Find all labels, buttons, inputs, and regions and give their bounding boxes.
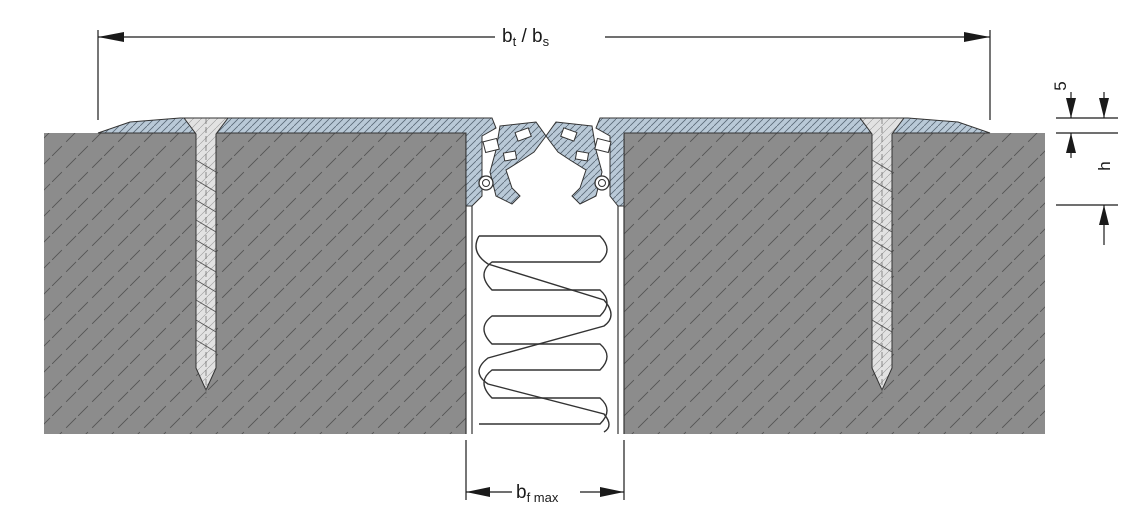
left-inner-cavity bbox=[514, 127, 532, 142]
left-profile-flange bbox=[97, 117, 497, 207]
right-anchor-bead-inner bbox=[598, 179, 606, 187]
top-offset-label: 5 bbox=[1051, 81, 1070, 90]
joint-width-dimension: bf max bbox=[465, 440, 625, 505]
right-seal-cavity bbox=[594, 137, 612, 154]
left-small-cavity bbox=[502, 150, 518, 162]
joint-width-label: bf max bbox=[516, 482, 559, 505]
total-width-label: bt / bs bbox=[502, 26, 550, 49]
right-screw bbox=[859, 117, 905, 398]
height-label: h bbox=[1095, 161, 1114, 170]
height-dimensions: 5 h bbox=[1051, 81, 1118, 245]
left-concrete-slab bbox=[44, 133, 466, 434]
foam-insert bbox=[475, 235, 612, 433]
left-anchor-bead bbox=[478, 175, 494, 191]
left-screw bbox=[183, 117, 229, 398]
total-width-dimension: bt / bs bbox=[97, 26, 991, 120]
right-small-cavity bbox=[574, 150, 590, 162]
right-anchor-bead bbox=[594, 175, 610, 191]
left-seal-cavity bbox=[482, 137, 500, 154]
expansion-profile bbox=[97, 117, 991, 207]
right-profile-flange bbox=[595, 117, 991, 207]
center-right-jaw bbox=[545, 121, 603, 205]
right-concrete-slab bbox=[624, 133, 1045, 434]
right-inner-cavity bbox=[560, 127, 578, 142]
left-anchor-bead-inner bbox=[482, 179, 490, 187]
